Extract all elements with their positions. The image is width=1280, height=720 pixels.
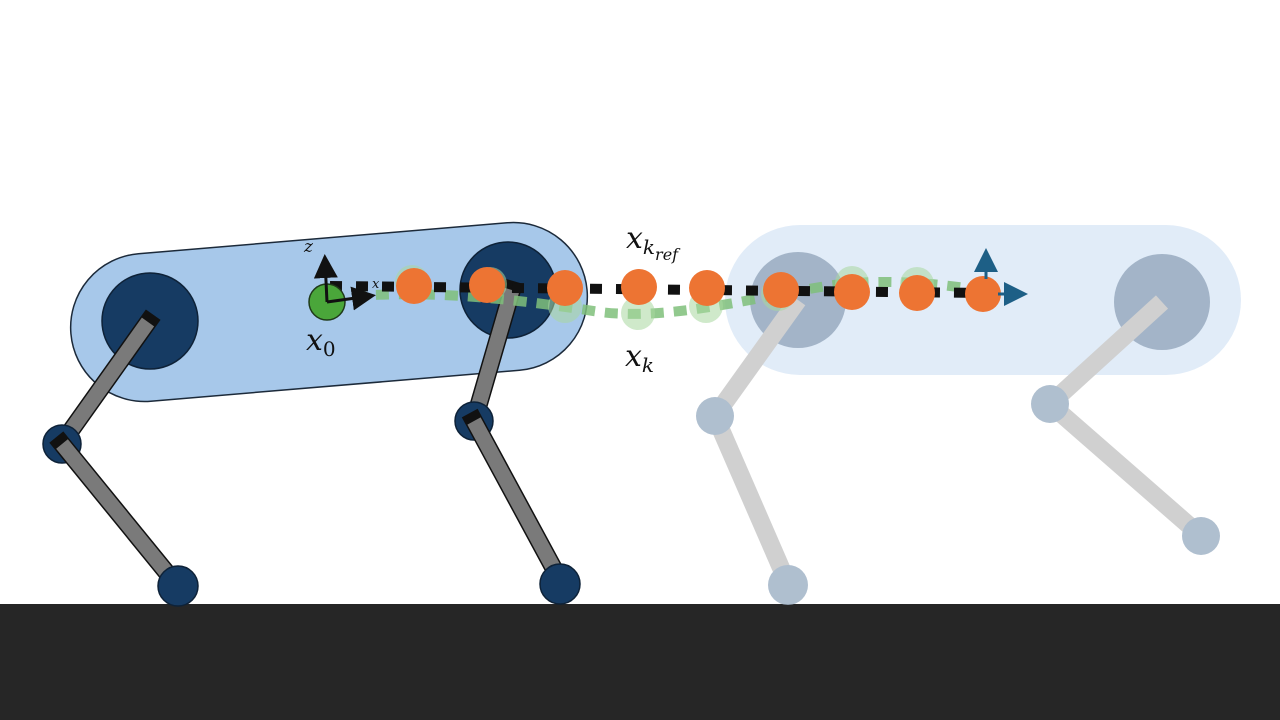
future-leg-front-upper <box>707 294 806 422</box>
reference-point <box>763 272 799 308</box>
reference-point <box>621 269 657 305</box>
future-foot-rear <box>1182 517 1220 555</box>
axis-label-z: z <box>303 237 314 257</box>
future-frame-icon <box>974 248 1028 306</box>
reference-point <box>965 276 1001 312</box>
leg-front-lower <box>467 417 567 584</box>
label-xkref: xkref <box>626 221 681 264</box>
foot-front <box>539 563 581 605</box>
ground <box>0 604 1280 720</box>
leg-rear-lower <box>56 439 182 589</box>
reference-trajectory-path <box>329 281 986 298</box>
label-x0: x0 <box>306 323 336 361</box>
predicted-point <box>621 296 655 330</box>
reference-point <box>469 267 505 303</box>
reference-point <box>396 268 432 304</box>
reference-point <box>899 275 935 311</box>
reference-point <box>689 270 725 306</box>
future-leg-rear-lower <box>1044 397 1206 542</box>
reference-point <box>834 274 870 310</box>
current-robot <box>42 221 589 607</box>
future-leg-rear-upper <box>1043 295 1169 411</box>
coordinate-frame-icon <box>313 254 376 311</box>
leg-rear-upper <box>55 317 155 448</box>
reference-point <box>547 270 583 306</box>
leg-front-upper <box>466 287 520 424</box>
future-knee-front <box>696 397 734 435</box>
label-xk: xk <box>625 339 654 377</box>
future-knee-rear <box>1031 385 1069 423</box>
reference-points <box>396 267 1001 312</box>
foot-rear <box>157 565 199 607</box>
future-foot-front <box>768 565 808 605</box>
axis-label-x: x <box>372 277 380 292</box>
future-leg-front-lower <box>706 412 797 588</box>
